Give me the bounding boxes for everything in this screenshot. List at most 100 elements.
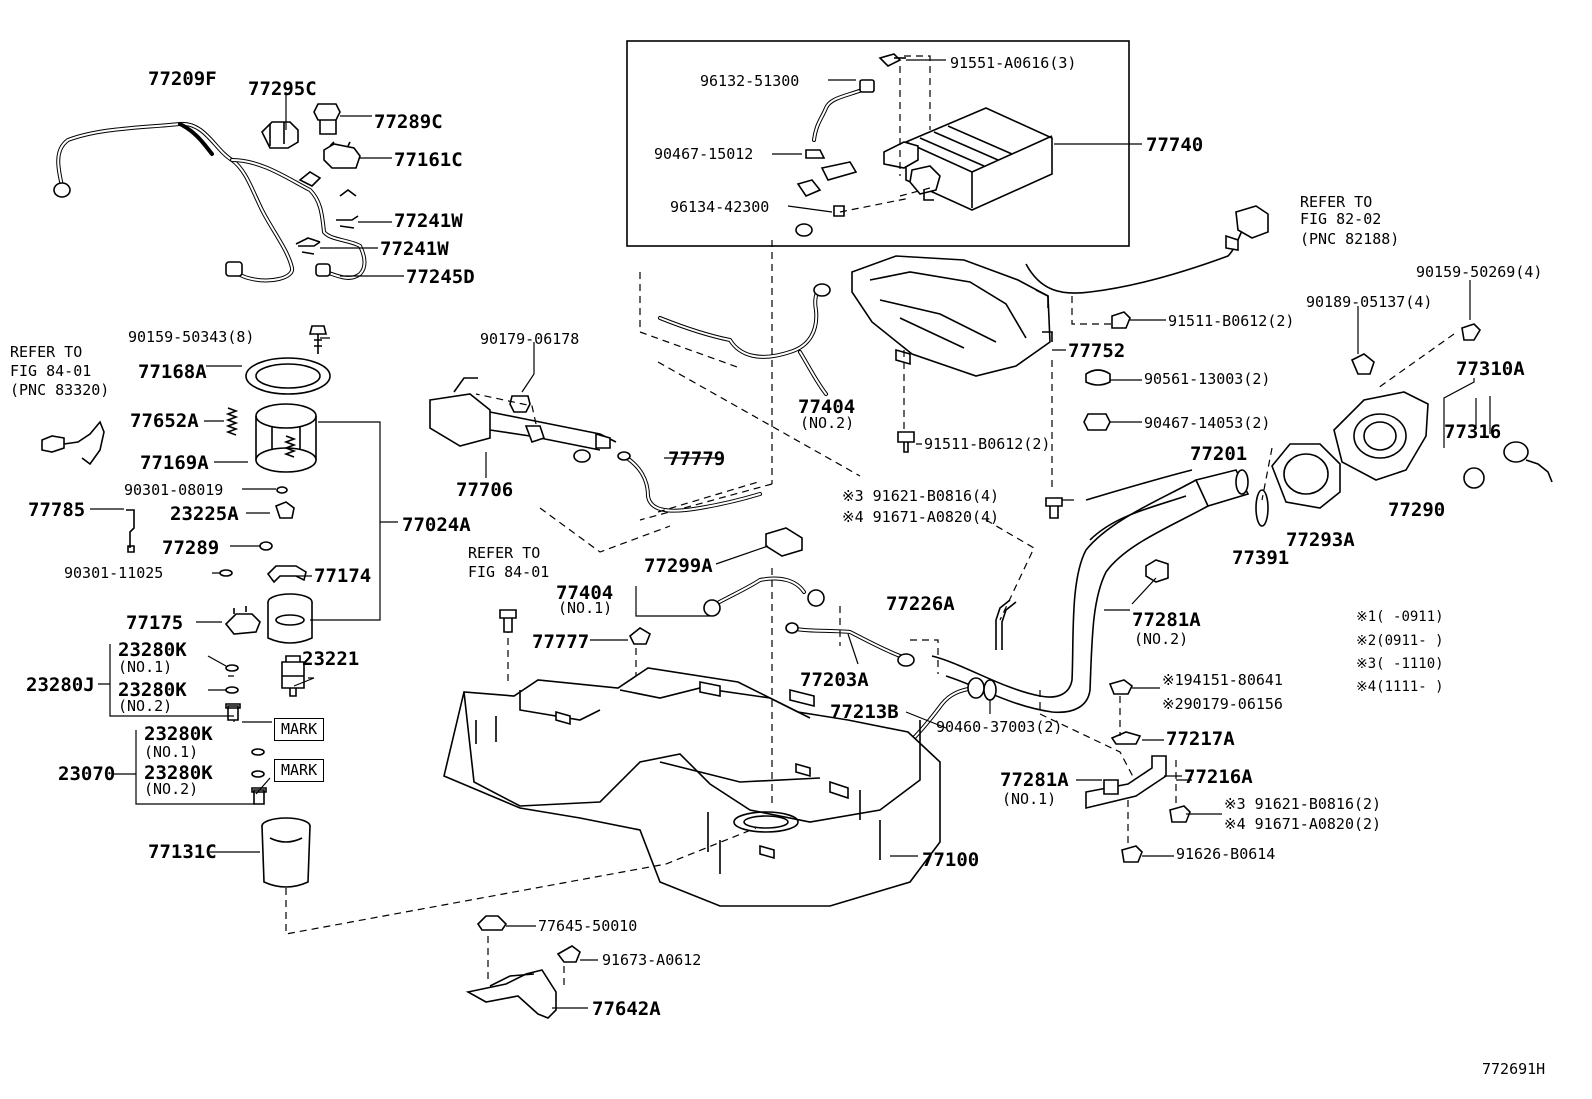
clips-77241W <box>298 215 359 255</box>
callout-23280K-b: 23280K <box>118 679 187 701</box>
callout-refer-82-02-a: REFER TO <box>1300 193 1373 211</box>
clamp-77295C <box>261 121 299 149</box>
filter-23280J <box>225 703 241 721</box>
callout-ref3: ※3( -1110) <box>1356 656 1444 672</box>
callout-no2-b: (NO.2) <box>144 780 199 798</box>
connector-82188 <box>1225 205 1269 251</box>
bolt-90159-50269 <box>1461 323 1482 341</box>
callout-91621-B0816-b: ※3 91621-B0816(2) <box>1224 795 1382 813</box>
callout-23280K-c: 23280K <box>144 723 213 745</box>
callout-no2-d: (NO.2) <box>1134 630 1189 648</box>
bolt-fig84-01 <box>499 609 517 633</box>
callout-90179-06178: 90179-06178 <box>480 330 580 348</box>
oring-90301-08019 <box>276 486 288 494</box>
callout-77203A: 77203A <box>800 669 869 691</box>
cap-77310A <box>1463 441 1553 489</box>
callout-91626-B0614: 91626-B0614 <box>1176 845 1276 863</box>
shield-77752 <box>851 255 1053 377</box>
callout-77024A: 77024A <box>402 514 471 536</box>
wire-harness-77209F <box>53 121 367 283</box>
callout-ref2: ※2(0911- ) <box>1356 633 1444 649</box>
callout-91511-B0612-a: 91511-B0612(2) <box>1168 312 1295 330</box>
clamp-77217A <box>1110 731 1142 745</box>
fuel-sender-77785 <box>41 420 135 553</box>
callout-23280K-a: 23280K <box>118 639 187 661</box>
leaders-mid <box>485 342 991 729</box>
callout-77226A: 77226A <box>886 593 955 615</box>
leaders-filler <box>1357 280 1491 448</box>
leaders-left <box>90 92 404 853</box>
clip-77645-50010 <box>476 915 508 931</box>
callout-77779: 77779 <box>668 448 726 470</box>
callout-no1-c: (NO.1) <box>558 599 613 617</box>
callout-90159-50343: 90159-50343(8) <box>128 328 255 346</box>
callout-77391: 77391 <box>1232 547 1290 569</box>
callout-77785: 77785 <box>28 499 86 521</box>
callout-77295C: 77295C <box>248 78 317 100</box>
callout-290179-06156: ※290179-06156 <box>1162 695 1283 713</box>
washer-23280K-1 <box>225 664 239 672</box>
callout-90460-37003: 90460-37003(2) <box>936 718 1063 736</box>
leaders-bottom <box>506 925 598 1009</box>
pipe-77404-no2 <box>658 283 831 396</box>
pump-motor-23221 <box>281 655 305 697</box>
regulator-77175 <box>224 606 261 635</box>
clips-96134-42300 <box>795 161 858 237</box>
tube-77226A <box>995 599 1017 650</box>
callout-77645-50010: 77645-50010 <box>538 917 638 935</box>
oring-77289 <box>259 541 273 551</box>
oring-90301-11025 <box>219 569 233 577</box>
mark-box-1: MARK <box>274 718 325 741</box>
callout-refer-84-01-a: REFER TO <box>10 343 83 361</box>
callout-77404-top: 77404 <box>798 396 856 418</box>
callout-77289: 77289 <box>162 537 220 559</box>
canister-77740 <box>883 107 1053 211</box>
bolt-91511-B0612-a <box>1111 311 1131 329</box>
nut-90561-13003 <box>1085 369 1111 386</box>
callout-77168A: 77168A <box>138 361 207 383</box>
callout-refer-84-01-d: REFER TO <box>468 544 541 562</box>
clip-90189-05137 <box>1350 353 1375 375</box>
callout-ref4: ※4(1111- ) <box>1356 679 1444 695</box>
callout-90159-50269: 90159-50269(4) <box>1416 263 1543 281</box>
hose-77203A <box>785 622 915 667</box>
clamp-77289C <box>313 103 341 135</box>
callout-refer-84-01-e: FIG 84-01 <box>468 563 550 581</box>
fuel-tank-77100 <box>443 667 941 907</box>
callout-77404-mid: 77404 <box>556 582 614 604</box>
bolt-91511-B0612-b <box>897 431 915 453</box>
nut-90467-14053 <box>1083 413 1111 431</box>
callout-77245D: 77245D <box>406 266 475 288</box>
callout-77174: 77174 <box>314 565 372 587</box>
hose-77779 <box>617 451 762 513</box>
strap-77642A <box>465 969 557 1019</box>
callout-77642A: 77642A <box>592 998 661 1020</box>
callout-77241W-2: 77241W <box>380 238 449 260</box>
spring-77169A <box>283 435 297 458</box>
callout-77281A-bot: 77281A <box>1000 769 1069 791</box>
clamp-77281A-top <box>1145 559 1169 583</box>
callout-23280J: 23280J <box>26 674 95 696</box>
housing-77293A <box>1271 443 1341 509</box>
callout-no1-a: (NO.1) <box>118 658 173 676</box>
bolt-91621-B0816-b <box>1169 805 1191 823</box>
filter-23225A <box>275 501 295 519</box>
callout-90301-11025: 90301-11025 <box>64 564 164 582</box>
washer-23280K-3 <box>251 748 265 756</box>
bolt-91621-B0816 <box>1045 497 1063 519</box>
pump-bracket-77024A <box>255 403 317 473</box>
callout-no2-a: (NO.2) <box>118 697 173 715</box>
spring-77652A <box>225 407 239 436</box>
callout-91671-A0820-b: ※4 91671-A0820(2) <box>1224 815 1382 833</box>
clip-77777 <box>628 627 651 645</box>
cup-77131C <box>261 817 311 888</box>
bracket-77299A <box>765 527 803 557</box>
callout-23070: 23070 <box>58 763 116 785</box>
clip-90467-15012 <box>805 149 826 159</box>
callout-23221: 23221 <box>302 648 360 670</box>
callout-23280K-d: 23280K <box>144 762 213 784</box>
callout-77652A: 77652A <box>130 410 199 432</box>
housing-77290 <box>1333 391 1429 481</box>
callout-77310A: 77310A <box>1456 358 1525 380</box>
